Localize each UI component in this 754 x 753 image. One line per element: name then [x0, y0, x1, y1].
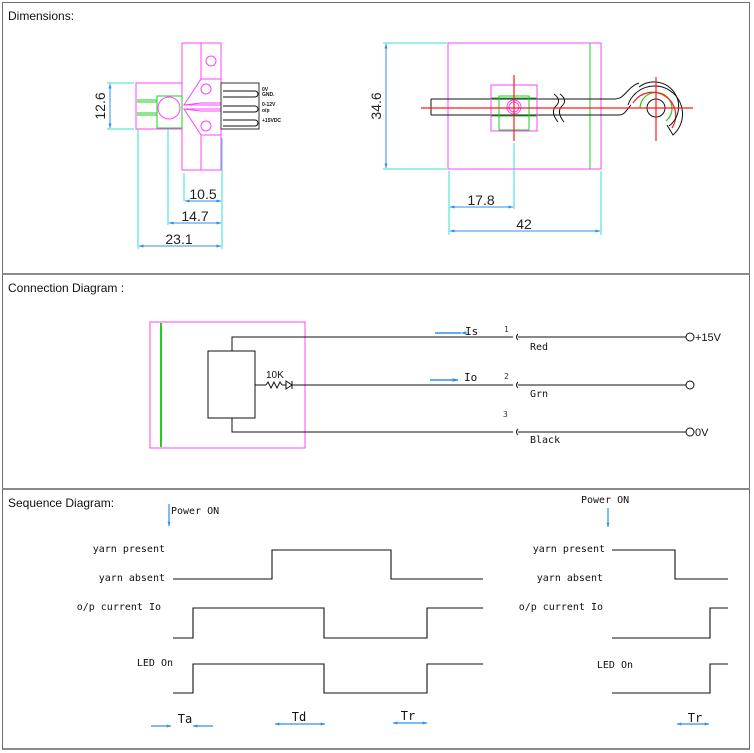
pin-3-label: 3: [503, 410, 508, 419]
side-view: 34.6 17.8 42: [368, 42, 693, 235]
wire-grn-label: Grn: [530, 389, 548, 400]
left-yarn-waveform: [173, 549, 483, 580]
sequence-panel: Sequence Diagram: Power ON yarn present …: [2, 488, 750, 750]
left-current-waveform: [173, 607, 483, 639]
right-timing-tr-label: Tr: [688, 711, 702, 725]
left-yarn-present-label: yarn present: [93, 544, 165, 555]
pin-1-label: 1: [504, 325, 509, 334]
pin-2-label: 2: [504, 372, 509, 381]
resistor-label: 10K: [266, 370, 284, 381]
terminal-3-icon: [685, 427, 695, 437]
pin-label-0-12v: 0-12V: [262, 102, 276, 108]
sequence-drawing: Power ON yarn present yarn absent o/p cu…: [77, 495, 728, 728]
left-power-on-label: Power ON: [171, 506, 219, 517]
left-op-current-label: o/p current Io: [77, 602, 161, 613]
terminal-2-icon: [685, 380, 695, 390]
resistor-icon: [265, 380, 283, 390]
timing-td-label: Td: [292, 710, 306, 724]
pin-label-0v: 0V: [262, 87, 269, 93]
wire-black-label: Black: [530, 435, 560, 446]
front-body-left: [135, 82, 183, 130]
connection-panel: Connection Diagram : 10K Is 1 Red +15V I…: [2, 273, 750, 489]
dim-17-8: 17.8: [467, 192, 494, 208]
side-body: [447, 42, 602, 170]
right-led-on-label: LED On: [597, 660, 633, 671]
terminal-15v-label: +15V: [695, 332, 722, 344]
connector-pins: [223, 90, 259, 127]
right-yarn-present-label: yarn present: [533, 544, 605, 555]
pin-label-15vdc: +15VDC: [262, 118, 281, 124]
right-current-waveform: [612, 607, 728, 639]
connection-title: Connection Diagram :: [8, 281, 125, 295]
dim-34-6: 34.6: [368, 92, 384, 119]
current-is-label: Is: [465, 325, 478, 338]
right-yarn-absent-label: yarn absent: [537, 573, 603, 584]
dim-14-7: 14.7: [181, 208, 208, 224]
wire-red-label: Red: [530, 342, 548, 353]
dim-23-1: 23.1: [165, 231, 192, 247]
sensor-circuit-block: [207, 350, 256, 419]
lead-3: [231, 418, 513, 433]
dim-12-6: 12.6: [92, 92, 108, 119]
timing-ta-label: Ta: [178, 712, 192, 726]
dimensions-title: Dimensions:: [8, 9, 75, 23]
left-led-on-label: LED On: [137, 658, 173, 669]
terminal-0v-label: 0V: [695, 427, 709, 439]
timing-tr-label: Tr: [401, 709, 415, 723]
left-yarn-absent-label: yarn absent: [99, 573, 165, 584]
right-power-on-label: Power ON: [581, 495, 629, 506]
dim-10-5: 10.5: [189, 186, 216, 202]
sequence-title: Sequence Diagram:: [8, 496, 115, 510]
connection-drawing: 10K Is 1 Red +15V Io 2 Grn 3 Black 0V: [149, 321, 722, 449]
lead-1: [231, 336, 513, 351]
current-io-label: Io: [464, 371, 477, 384]
pin-label-gnd: GND.: [262, 92, 275, 98]
right-op-current-label: o/p current Io: [519, 602, 603, 613]
diode-icon: [282, 380, 293, 390]
pin-label-op: o/p: [262, 108, 270, 114]
right-yarn-waveform: [612, 549, 728, 580]
front-view: 0V GND. 0-12V o/p +15VDC 12.6 10.5 14.7 …: [92, 42, 281, 249]
dim-42: 42: [516, 216, 532, 232]
terminal-1-icon: [685, 332, 695, 342]
dimensions-drawing: 0V GND. 0-12V o/p +15VDC 12.6 10.5 14.7 …: [92, 42, 693, 249]
dimensions-panel: Dimensions:: [2, 2, 750, 274]
right-led-waveform: [612, 663, 728, 694]
left-led-waveform: [173, 663, 483, 694]
